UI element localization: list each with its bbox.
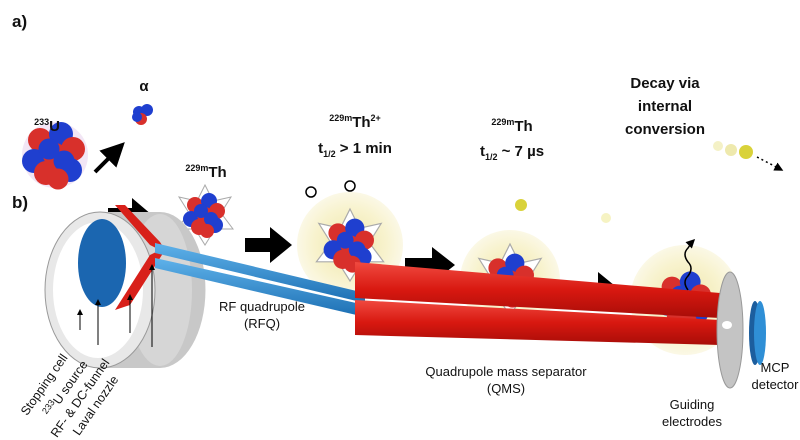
element-symbol: Th [208,164,227,181]
th-ion-halflife: t1/2 > 1 min [318,140,392,159]
element-symbol: Th [352,114,371,131]
stopping-cell [44,211,206,369]
callout-arrows [77,264,155,347]
panel-b-label: b) [12,193,29,212]
halflife-value: ~ 7 µs [497,143,545,160]
panel-a-label: a) [12,12,28,31]
alpha-particle [132,104,153,125]
th-neutral-label: 229mTh [491,117,532,135]
halflife-symbol: t [479,143,485,160]
mass-number: 233 [34,117,50,127]
photon-wave-icon [684,238,696,291]
mass-number: 229m [491,117,515,127]
element-symbol: U [49,118,60,135]
label-line: RF quadrupole [219,299,305,314]
mass-number: 229m [329,113,353,123]
mcp-detector [749,301,766,365]
electron-vacancy-icon [305,186,317,198]
conversion-electron-trail [601,141,753,223]
halflife-value: > 1 min [335,140,392,157]
halflife-subscript: 1/2 [484,152,498,162]
label-line: MCP [760,360,790,375]
u233-source-disc [78,219,126,307]
rfq-rods [155,243,365,317]
rfq-label: RF quadrupole (RFQ) [219,298,305,332]
uranium-label: 233U [34,117,60,135]
alpha-emission-arrow [93,142,125,174]
mass-number: 229m [185,163,209,173]
guiding-electrodes-label: Guiding electrodes [662,396,722,430]
th-ion-label: 229mTh2+ [329,113,381,131]
electron-vacancy-icon [344,180,356,192]
alpha-label: α [139,78,149,95]
halflife-symbol: t [318,140,324,157]
charge: 2+ [370,113,381,123]
qms-label: Quadrupole mass separator (QMS) [425,363,586,397]
label-line: (RFQ) [243,316,281,331]
label-line: (QMS) [486,381,526,396]
label-line: Quadrupole mass separator [425,364,587,379]
rf-dc-funnel [115,205,165,310]
th-neutral-halflife: t1/2 ~ 7 µs [480,143,544,162]
label-line: electrodes [662,414,722,429]
guiding-electrodes [716,271,744,389]
emission-dotted-arrow [756,156,784,171]
label-line: Guiding [669,397,715,412]
decay-line: Decay via [630,75,700,92]
mcp-detector-label: MCP detector [752,359,799,393]
element-symbol: Th [514,118,533,135]
electron-icon [515,199,527,211]
halflife-subscript: 1/2 [323,149,336,159]
label-line: detector [751,377,799,392]
th229m-label: 229mTh [185,163,226,181]
decay-line: conversion [624,121,706,138]
qms-rods [355,262,720,345]
decay-line: internal [637,98,693,115]
uranium-nucleus [22,122,88,190]
decay-label: Decay via internal conversion [625,72,705,141]
